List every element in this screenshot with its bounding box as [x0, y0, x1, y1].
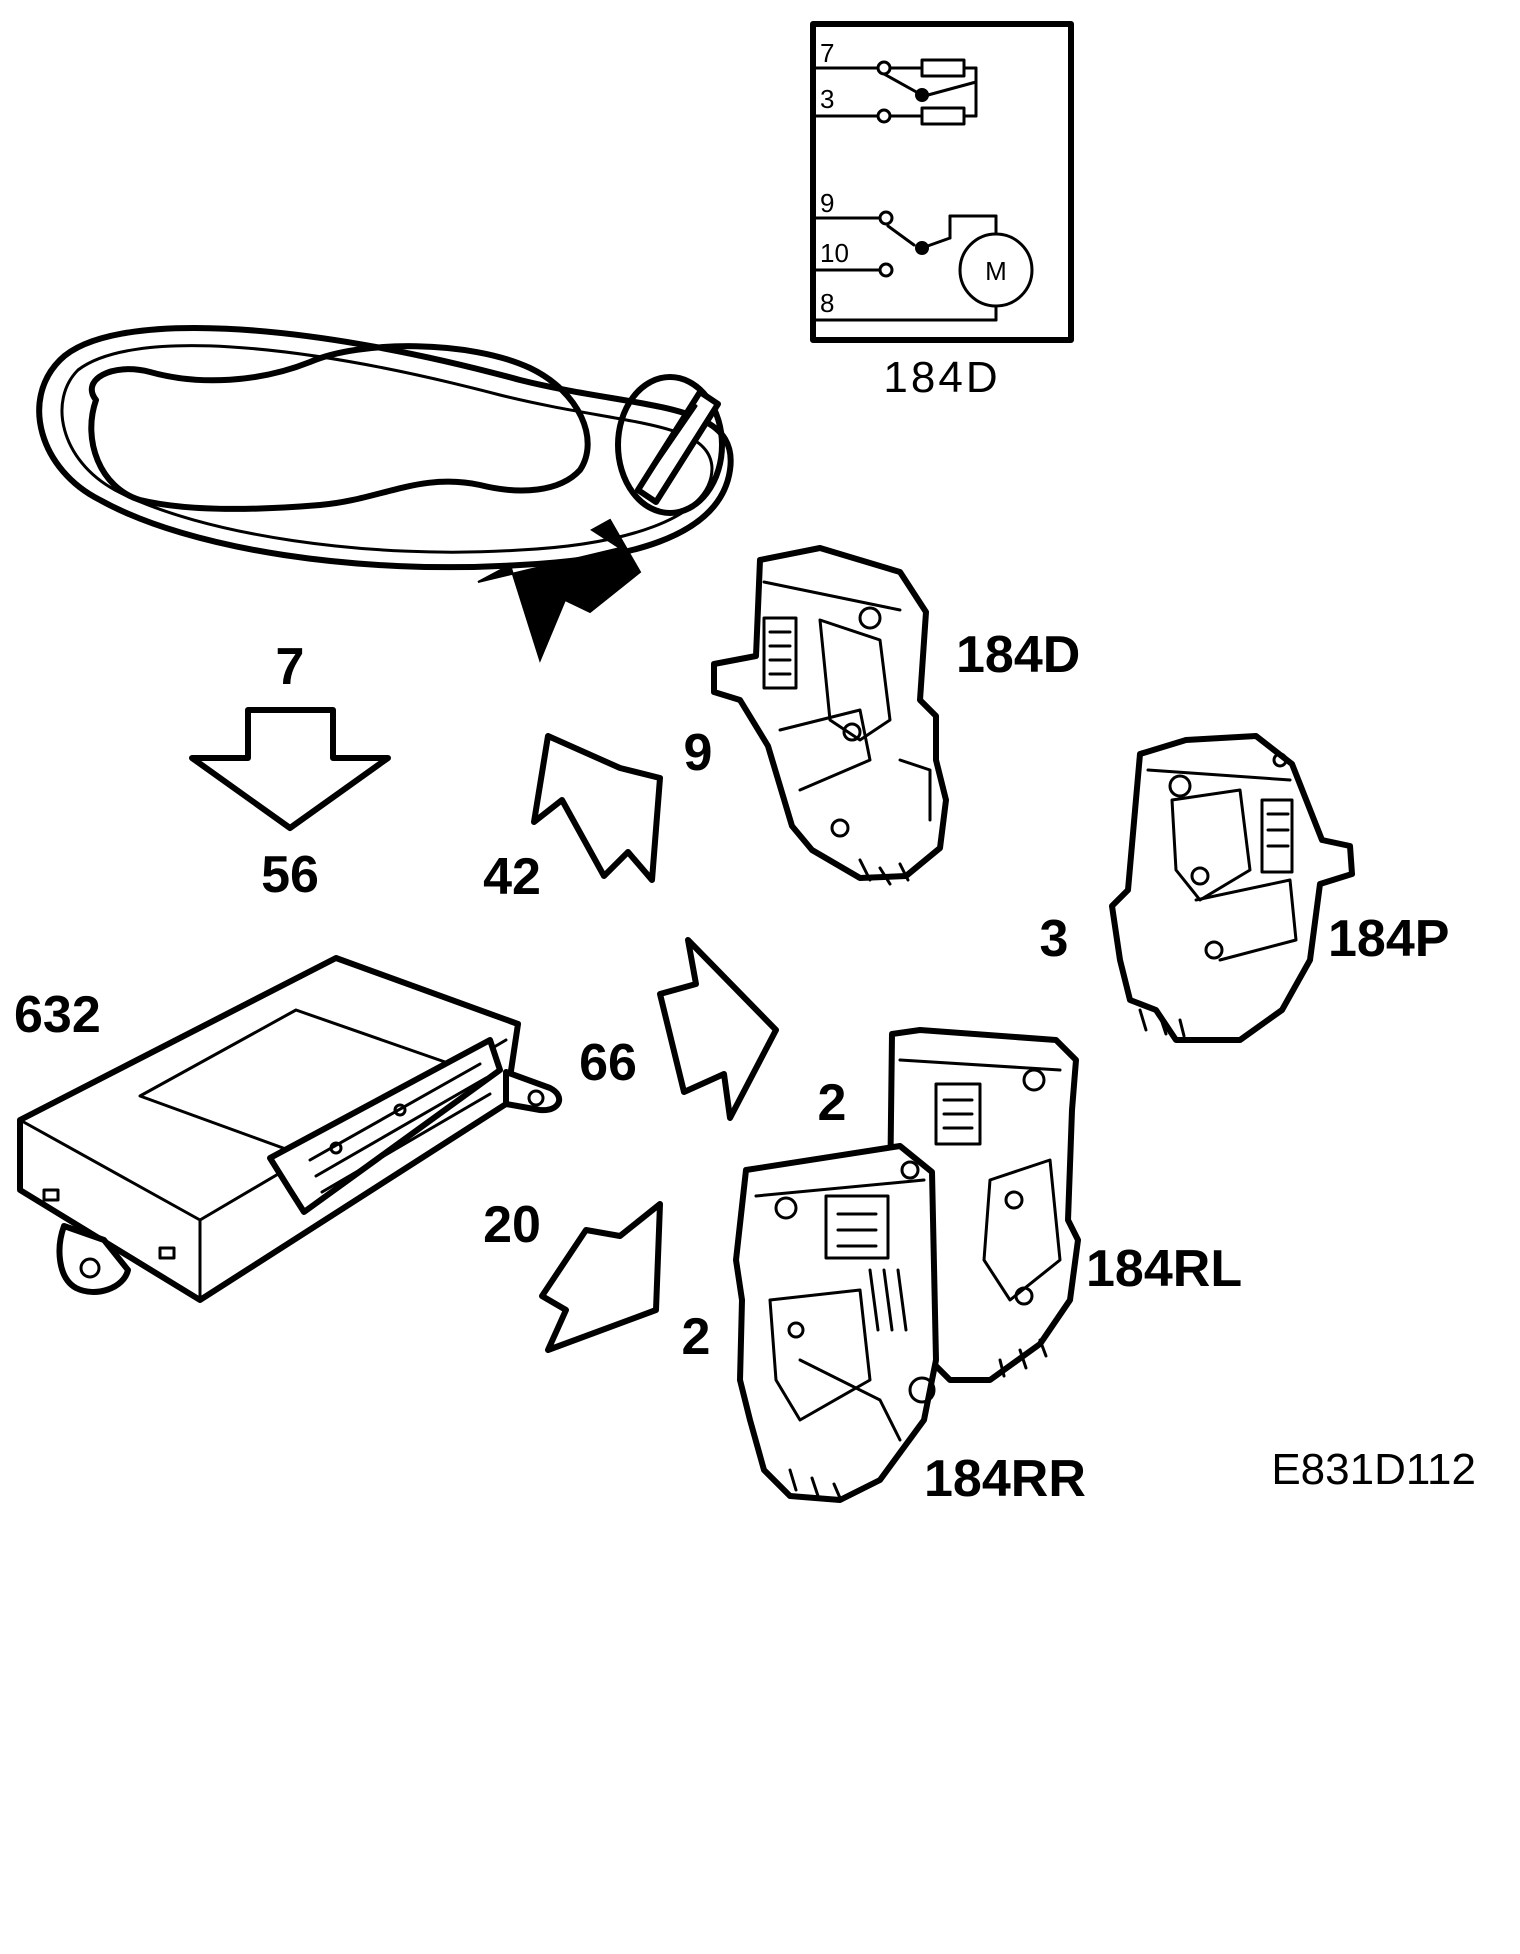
arrow-label-7: 7 [276, 638, 305, 696]
schematic-caption: 184D [883, 353, 1000, 402]
lock-label-184rr: 184RR [924, 1450, 1086, 1508]
lock-label-184p: 184P [1328, 910, 1449, 968]
down-arrow [189, 707, 391, 831]
door-handle-illustration [36, 324, 734, 571]
lock-actuator-184p [1109, 733, 1355, 1043]
lock-actuator-184rr [733, 1143, 939, 1503]
schematic-motor-symbol: M [985, 256, 1007, 286]
arrow-42 [531, 733, 663, 883]
control-module-632 [17, 955, 563, 1303]
arrow-label-20: 20 [483, 1196, 541, 1254]
schematic-pin-10: 10 [820, 238, 849, 268]
lock-actuator-184d [711, 545, 949, 886]
arrow-20 [539, 1201, 663, 1353]
schematic-pin-9: 9 [820, 188, 834, 218]
pin-label-2-rl: 2 [818, 1074, 847, 1132]
lock-label-184rl: 184RL [1086, 1240, 1242, 1298]
module-label-632: 632 [14, 986, 101, 1044]
pin-label-2-rr: 2 [682, 1308, 711, 1366]
schematic-pin-7: 7 [820, 38, 834, 68]
figure-reference-code: E831D112 [1271, 1445, 1476, 1494]
arrow-66 [657, 937, 779, 1121]
arrow-label-42: 42 [483, 848, 541, 906]
pin-label-3: 3 [1040, 910, 1069, 968]
schematic-pin-8: 8 [820, 288, 834, 318]
lock-motor-schematic: 7 3 9 10 8 M [810, 21, 1074, 343]
solid-black-arrow [477, 518, 642, 663]
schematic-pin-3: 3 [820, 84, 834, 114]
pin-label-9: 9 [684, 724, 713, 782]
arrow-label-56: 56 [261, 846, 319, 904]
lock-label-184d: 184D [956, 626, 1080, 684]
arrow-label-66: 66 [579, 1034, 637, 1092]
